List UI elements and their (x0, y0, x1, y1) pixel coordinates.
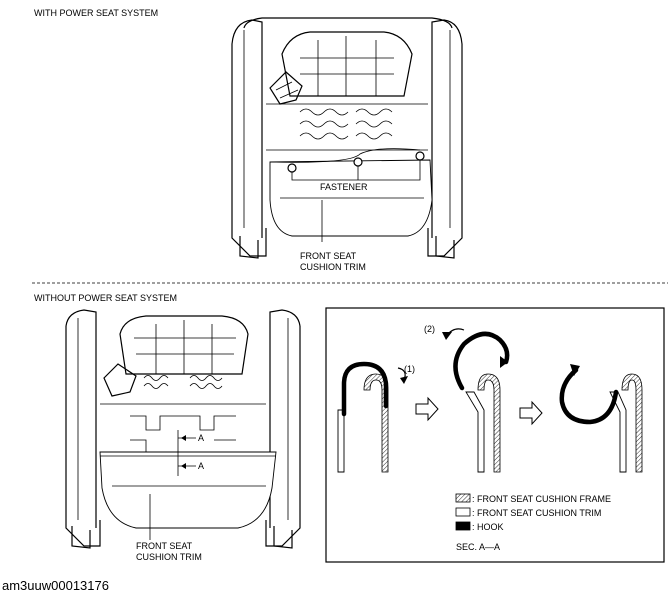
manual-seat-illustration (65, 309, 301, 549)
top-section-title: WITH POWER SEAT SYSTEM (34, 8, 158, 18)
section-label: SEC. A—A (456, 542, 500, 552)
hook-step-2 (442, 328, 510, 473)
legend-frame-swatch (455, 493, 471, 503)
hook-step-1 (337, 361, 408, 473)
section-marker-a1: A (198, 433, 204, 443)
hook-step-3 (559, 364, 643, 473)
power-seat-illustration (231, 17, 463, 259)
bottom-trim-label-line1: FRONT SEAT (136, 541, 193, 551)
step-arrow-2 (519, 400, 543, 426)
legend-trim-label: : FRONT SEAT CUSHION TRIM (472, 508, 601, 518)
top-trim-label-line1: FRONT SEAT (300, 251, 357, 261)
step-1-label: (1) (404, 364, 415, 374)
legend-frame-label: : FRONT SEAT CUSHION FRAME (472, 494, 611, 504)
fastener-label: FASTENER (320, 182, 368, 192)
legend-hook-label: : HOOK (472, 522, 504, 532)
bottom-section-title: WITHOUT POWER SEAT SYSTEM (34, 293, 177, 303)
legend (455, 493, 471, 531)
legend-hook-swatch (455, 521, 471, 531)
step-2-label: (2) (424, 324, 435, 334)
top-trim-label-line2: CUSHION TRIM (300, 262, 366, 272)
step-arrow-1 (415, 396, 439, 422)
figure-caption: am3uuw00013176 (2, 578, 109, 593)
bottom-trim-label-line2: CUSHION TRIM (136, 552, 202, 562)
legend-trim-swatch (455, 507, 471, 517)
section-marker-a2: A (198, 461, 204, 471)
